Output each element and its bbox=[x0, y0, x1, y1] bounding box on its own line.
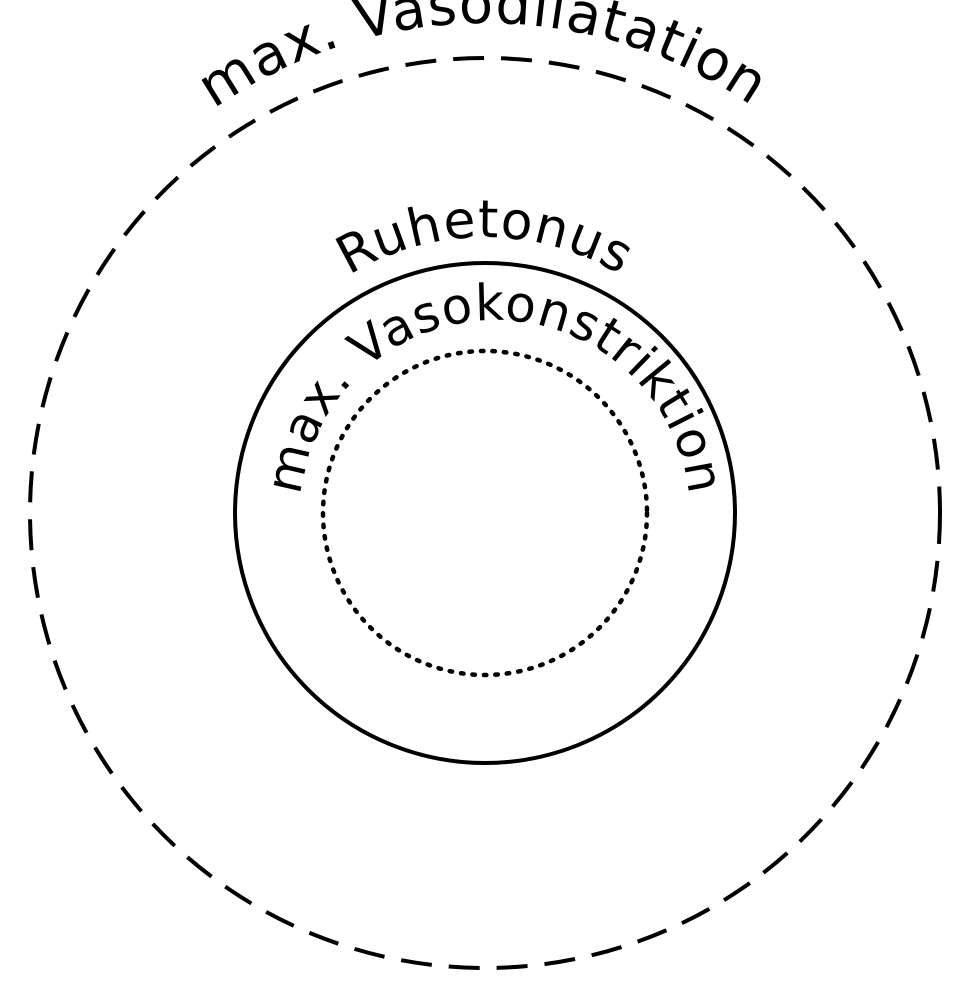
outer-dashed-circle bbox=[28, 56, 942, 970]
middle-label: Ruhetonus bbox=[327, 190, 644, 287]
inner-label-path: max. Vasokonstriktion bbox=[255, 274, 734, 499]
middle-label-path: Ruhetonus bbox=[327, 190, 643, 287]
inner-label: max. Vasokonstriktion bbox=[255, 274, 735, 499]
middle-solid-circle bbox=[233, 261, 737, 765]
outer-label-path: max. Vasodilatation bbox=[186, 0, 778, 121]
outer-label: max. Vasodilatation bbox=[186, 0, 779, 121]
inner-dotted-circle bbox=[320, 348, 650, 678]
